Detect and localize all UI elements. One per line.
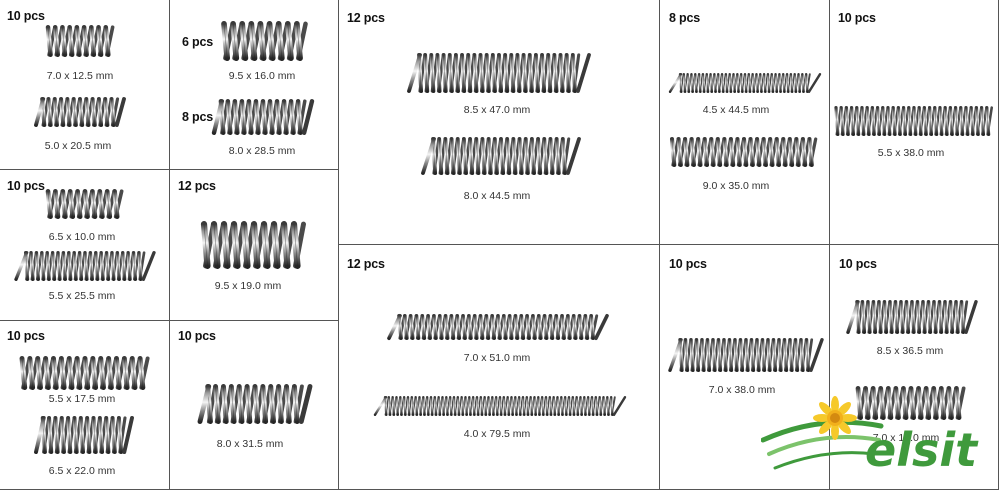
quantity-label: 12 pcs xyxy=(178,179,216,193)
quantity-label: 8 pcs xyxy=(182,110,213,124)
panel-8: 12 pcs 7.0 x 51.0 mm 4.0 x 79.5 mm xyxy=(339,245,660,490)
spring-image xyxy=(34,415,134,455)
elsit-logo-text: elsit xyxy=(865,423,979,477)
spring-image xyxy=(834,105,994,137)
quantity-label: 10 pcs xyxy=(839,257,877,271)
quantity-label: 6 pcs xyxy=(182,35,213,49)
spring-image xyxy=(34,97,126,127)
spring-image xyxy=(200,220,306,270)
quantity-label: 12 pcs xyxy=(347,257,385,271)
panel-11: 10 pcs 5.5 x 17.5 mm 6.5 x 22.0 mm xyxy=(0,321,170,490)
spring-size-label: 8.0 x 31.5 mm xyxy=(216,438,284,450)
panel-5: 10 pcs 5.5 x 38.0 mm xyxy=(830,0,999,245)
panel-12: 10 pcs 8.0 x 31.5 mm xyxy=(170,321,339,490)
quantity-label: 10 pcs xyxy=(178,329,216,343)
panel-7: 12 pcs 9.5 x 19.0 mm xyxy=(170,170,339,321)
spring-image xyxy=(668,337,824,372)
spring-image xyxy=(221,20,308,62)
spring-image xyxy=(421,136,581,176)
panel-6: 10 pcs 6.5 x 10.0 mm 5.5 x 25.5 mm xyxy=(0,170,170,321)
spring-image xyxy=(45,188,124,219)
quantity-label: 10 pcs xyxy=(7,179,45,193)
spring-size-label: 6.5 x 22.0 mm xyxy=(48,465,116,477)
panel-4: 8 pcs 4.5 x 44.5 mm 9.0 x 35.0 mm xyxy=(660,0,830,245)
spring-image xyxy=(855,385,966,421)
quantity-label: 10 pcs xyxy=(7,9,45,23)
spring-size-label: 9.5 x 16.0 mm xyxy=(228,70,296,82)
spring-size-label: 8.5 x 36.5 mm xyxy=(876,345,944,357)
spring-size-label: 6.5 x 10.0 mm xyxy=(48,231,116,243)
spring-size-label: 4.5 x 44.5 mm xyxy=(702,104,770,116)
spring-image xyxy=(14,250,156,282)
spring-image xyxy=(197,383,313,425)
spring-image xyxy=(668,72,822,93)
spring-image xyxy=(45,24,115,58)
spring-size-label: 7.0 x 19.0 mm xyxy=(872,432,940,444)
quantity-label: 12 pcs xyxy=(347,11,385,25)
spring-size-label: 9.0 x 35.0 mm xyxy=(702,180,770,192)
panel-2: 6 pcs 9.5 x 16.0 mm 8 pcs 8.0 x 28.5 mm xyxy=(170,0,339,170)
sunflower-icon xyxy=(813,396,857,440)
spring-size-label: 7.0 x 51.0 mm xyxy=(463,352,531,364)
spring-image xyxy=(19,356,150,391)
quantity-label: 10 pcs xyxy=(838,11,876,25)
panel-3: 12 pcs 8.5 x 47.0 mm 8.0 x 44.5 mm xyxy=(339,0,660,245)
spring-image xyxy=(373,395,627,417)
spring-image xyxy=(407,53,591,93)
quantity-label: 10 pcs xyxy=(669,257,707,271)
spring-size-label: 5.0 x 20.5 mm xyxy=(44,140,112,152)
panel-1: 10 pcs 7.0 x 12.5 mm 5.0 x 20.5 mm xyxy=(0,0,170,170)
spring-size-label: 5.5 x 25.5 mm xyxy=(48,290,116,302)
panel-9: 10 pcs 7.0 x 38.0 mm xyxy=(660,245,830,490)
spring-size-label: 5.5 x 17.5 mm xyxy=(48,393,116,405)
panel-10: 10 pcs 8.5 x 36.5 mm 7.0 x 19.0 mm xyxy=(830,245,999,490)
elsit-logo: elsit xyxy=(761,396,979,477)
spring-image xyxy=(669,137,818,167)
spring-size-label: 8.5 x 47.0 mm xyxy=(463,104,531,116)
spring-size-label: 7.0 x 12.5 mm xyxy=(46,70,114,82)
spring-size-label: 9.5 x 19.0 mm xyxy=(214,280,282,292)
spring-size-label: 4.0 x 79.5 mm xyxy=(463,428,531,440)
spring-size-label: 8.0 x 28.5 mm xyxy=(228,145,296,157)
spring-size-label: 8.0 x 44.5 mm xyxy=(463,190,531,202)
spring-image xyxy=(846,299,978,334)
quantity-label: 8 pcs xyxy=(669,11,700,25)
spring-size-label: 5.5 x 38.0 mm xyxy=(877,147,945,159)
spring-size-label: 7.0 x 38.0 mm xyxy=(708,384,776,396)
spring-image xyxy=(211,98,315,136)
spring-image xyxy=(387,313,609,341)
quantity-label: 10 pcs xyxy=(7,329,45,343)
